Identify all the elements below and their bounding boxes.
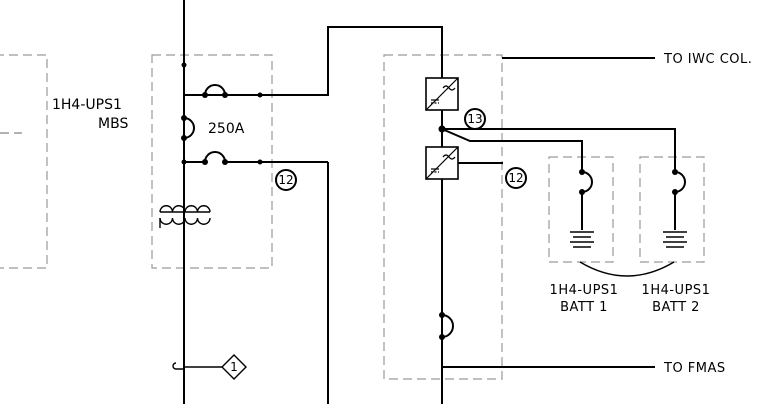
callout-13-circle: [464, 108, 486, 130]
diamond-callout-text: 1: [230, 360, 238, 374]
breaker-rating-label: 250A: [208, 121, 245, 137]
left-equipment-boundary: [0, 54, 48, 269]
upper-breaker-contact-a: [202, 92, 208, 98]
main-breaker-250a: [183, 117, 195, 139]
bus-tap-top: [181, 62, 187, 68]
lower-breaker-terminal: [257, 159, 263, 165]
lower-breaker: [204, 151, 226, 163]
mbs-label-line1: 1H4-UPS1: [52, 97, 122, 113]
main-breaker-contact-a: [181, 115, 187, 121]
main-breaker-contact-b: [181, 135, 187, 141]
transformer-symbol: [159, 205, 211, 228]
mbs-label-line2: MBS: [98, 116, 128, 132]
callout-12-upper-circle: [505, 167, 527, 189]
batt1-label-line1: 1H4-UPS1: [550, 283, 619, 298]
upper-breaker-terminal: [257, 92, 263, 98]
diamond-callout: [221, 354, 247, 380]
battery-2-symbol: [663, 169, 687, 248]
upper-breaker: [204, 84, 226, 96]
batt2-label-line2: BATT 2: [652, 300, 700, 315]
battery-link-arc: [579, 261, 675, 277]
to-fmas-label: TO FMAS: [663, 361, 726, 376]
batt2-feeder: [442, 128, 676, 172]
batt2-label-line1: 1H4-UPS1: [642, 283, 711, 298]
inverter-symbol: [425, 146, 459, 180]
callout-12-lower-text: 12: [278, 173, 293, 187]
ground-tap: [172, 354, 247, 380]
battery-1-symbol: [570, 169, 594, 248]
upper-breaker-contact-b: [222, 92, 228, 98]
batt1-feeder: [441, 128, 583, 172]
output-breaker-contact-b: [439, 334, 445, 340]
lower-breaker-contact-a: [202, 159, 208, 165]
rectifier-symbol: [425, 77, 459, 111]
callout-12-upper-text: 12: [508, 171, 523, 185]
output-breaker: [441, 314, 454, 338]
to-iwc-label: TO IWC COL.: [663, 52, 752, 67]
rectifier-feed: [184, 26, 443, 96]
callout-13-text: 13: [467, 112, 482, 126]
batt2-boundary: [639, 156, 705, 263]
callout-12-lower-circle: [275, 169, 297, 191]
batt1-label-line2: BATT 1: [560, 300, 608, 315]
